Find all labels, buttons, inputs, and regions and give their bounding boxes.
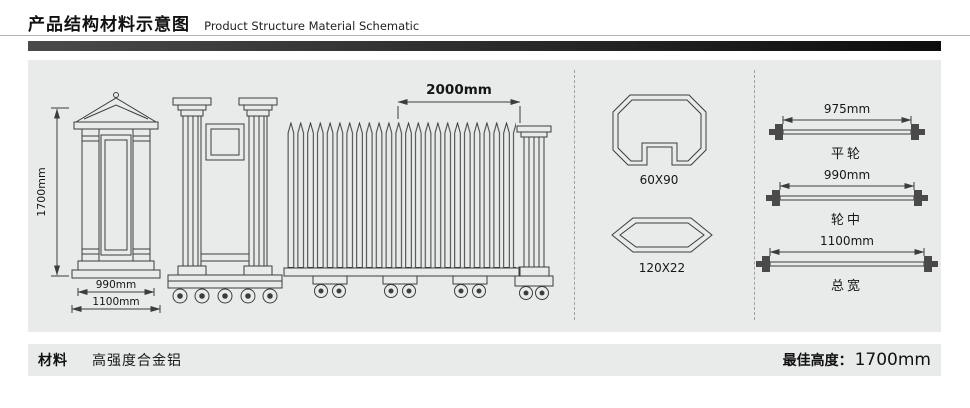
base-width-dimension: 1100mm [92,296,139,308]
header-divider [0,35,970,36]
gate-elevation-drawing: 1700mm 2000mm 990mm 1100mm [35,82,554,313]
gate-span-dimension: 2000mm [426,82,492,98]
wheel-centre-dimension: 990mm [824,168,870,182]
flat-wheel-dimension: 975mm [824,102,870,116]
axle-row-flat-wheel [769,116,925,140]
page-title: 产品结构材料示意图 [28,15,190,35]
post-width-dimension: 990mm [96,279,137,291]
best-height-value: 1700mm [854,350,931,370]
profile-cross-sections: 60X90 120X22 [611,94,713,275]
gate-height-dimension: 1700mm [35,167,48,216]
page-subtitle: Product Structure Material Schematic [204,19,420,33]
panel-divider-1 [574,70,575,320]
wheel-dimension-drawing: 975mm 平轮 990mm 轮中 [756,102,938,294]
total-width-dimension: 1100mm [820,234,874,248]
profile-60x90-label: 60X90 [640,173,679,187]
panel-divider-2 [754,70,755,320]
axle-row-wheel-centre [766,182,928,206]
profile-120x22-shape [611,217,713,253]
axle-row-total-width [756,248,938,272]
profile-120x22-label: 120X22 [639,261,685,275]
footer-bar: 材料 高强度合金铝 最佳高度： 1700mm [28,344,941,376]
material-value: 高强度合金铝 [92,353,182,369]
flat-wheel-label: 平轮 [831,147,863,162]
diagram-panel: 1700mm 2000mm 990mm 1100mm 60X90 120X22 [28,60,941,332]
gate-linework [51,92,554,313]
accent-bar [28,41,941,51]
profile-60x90-shape [612,94,707,166]
header: 产品结构材料示意图 Product Structure Material Sch… [28,10,419,35]
best-height-label: 最佳高度： [782,353,853,369]
material-label: 材料 [38,353,68,369]
wheel-centre-label: 轮中 [831,213,863,228]
total-width-label: 总宽 [831,278,863,294]
